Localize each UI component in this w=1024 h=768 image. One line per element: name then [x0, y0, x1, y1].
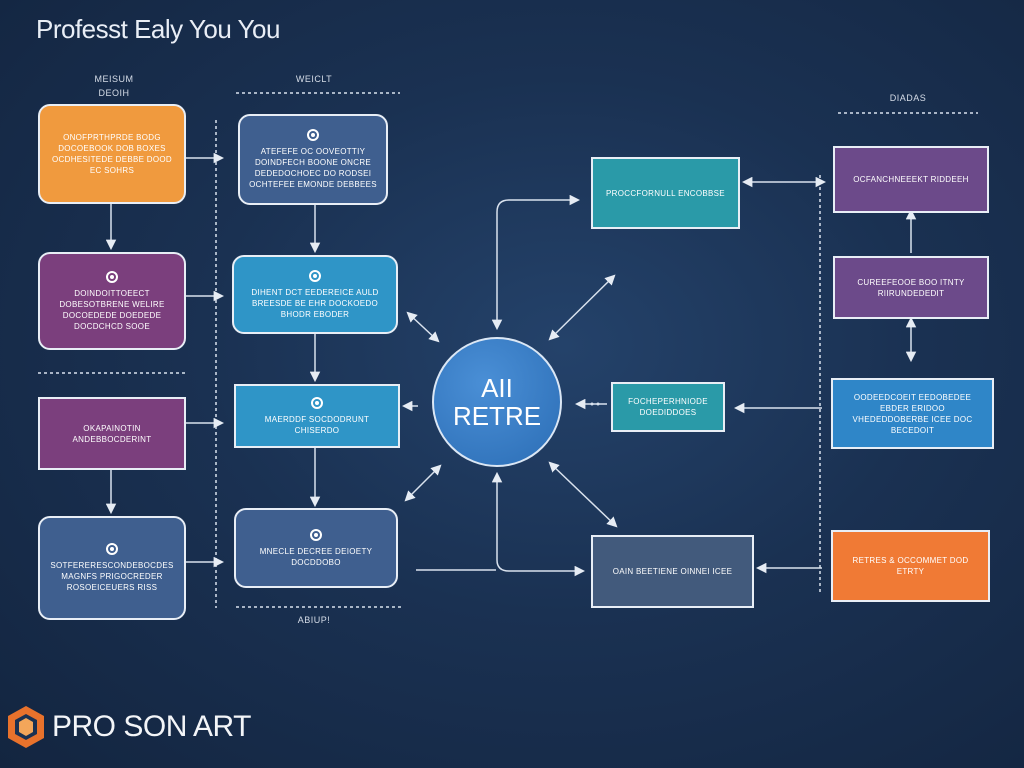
arrow-hub-diag-up	[548, 274, 616, 341]
node-text: DIHENT DCT EEDEREICE AULD BREESDE BE EHR…	[251, 287, 379, 319]
hub-label-line-2: RETRE	[452, 401, 542, 431]
column-label-left: MEISUM	[94, 74, 134, 84]
dash-dot	[590, 402, 594, 406]
target-icon	[309, 269, 321, 282]
node-text: SOTFERERESCONDEBOCDES MAGNFS PRIGOCREDER…	[50, 561, 174, 592]
node-right-2[interactable]: FOCHEPERHNIODE DOEDIDDOES	[611, 382, 725, 432]
node-mid-4[interactable]: MNECLE DECREE DEIOETY DOCDDOBO	[234, 508, 398, 588]
node-text: ATEFEFE OC OOVEOTTIY DOINDFECH BOONE ONC…	[249, 147, 377, 189]
node-text: MNECLE DECREE DEIOETY DOCDDOBO	[259, 546, 373, 567]
node-text: OKAPAINOTIN ANDEBBOCDERINT	[72, 423, 152, 444]
node-text: PROCCFORNULL ENCOBBSE	[606, 188, 725, 198]
target-icon	[307, 129, 319, 141]
arrow-mid-2-hub	[406, 311, 440, 343]
node-text: OCFANCHNEEEKT RIDDEEH	[853, 175, 969, 184]
node-text: OODEEDCOEIT EEDOBEDEE EBDER ERIDOO VHEDE…	[852, 392, 973, 435]
node-far-3[interactable]: OODEEDCOEIT EEDOBEDEE EBDER ERIDOO VHEDE…	[831, 378, 994, 449]
column-label-middle: WEICLT	[295, 74, 333, 84]
arrow-hub-right-1	[491, 194, 581, 331]
target-icon	[106, 543, 118, 555]
brand-name: PRO SON ART	[52, 710, 252, 743]
node-far-4[interactable]: RETRES & OCCOMMET DOD ETRTY	[831, 530, 990, 602]
node-text: OAIN BEETIENE OINNEI ICEE	[612, 567, 733, 576]
node-text: FOCHEPERHNIODE DOEDIDDOES	[628, 397, 708, 417]
brand-logo: PRO SON ART	[6, 704, 252, 750]
arrow-hub-diag-down	[548, 461, 618, 528]
node-text: MAERDDF SOCDODRUNT CHISERDO	[264, 414, 370, 435]
dash-dot	[596, 402, 600, 406]
target-icon	[106, 270, 118, 283]
node-mid-2[interactable]: DIHENT DCT EEDEREICE AULD BREESDE BE EHR…	[232, 255, 398, 334]
node-left-4[interactable]: SOTFERERESCONDEBOCDES MAGNFS PRIGOCREDER…	[38, 516, 186, 620]
hub-node[interactable]: AII RETRE	[432, 337, 562, 467]
node-mid-1[interactable]: ATEFEFE OC OOVEOTTIY DOINDFECH BOONE ONC…	[238, 114, 388, 205]
diagram-title: Professt Ealy You You	[36, 14, 280, 44]
arrow-mid-4-hub	[404, 464, 442, 502]
node-text: CUREEFEOOE BOO ITNTY RIIRUNDEDEDIT	[857, 277, 965, 298]
node-text: DOINDOITTOEECT DOBESOTBRENE WELIRE DOCOE…	[59, 288, 165, 331]
hub-label-line-1: AII	[481, 373, 513, 403]
node-right-1[interactable]: PROCCFORNULL ENCOBBSE	[591, 157, 740, 229]
column-label-right: DIADAS	[889, 93, 927, 103]
column-label-middle-bottom: ABIUP!	[297, 615, 331, 625]
node-mid-3[interactable]: MAERDDF SOCDODRUNT CHISERDO	[234, 384, 400, 448]
node-left-3[interactable]: OKAPAINOTIN ANDEBBOCDERINT	[38, 397, 186, 470]
node-left-2[interactable]: DOINDOITTOEECT DOBESOTBRENE WELIRE DOCOE…	[38, 252, 186, 350]
node-text: ONOFPRTHPRDE BODG DOCOEBOOK DOB BOXES OC…	[52, 133, 172, 175]
node-text: RETRES & OCCOMMET DOD ETRTY	[852, 556, 969, 576]
node-right-3[interactable]: OAIN BEETIENE OINNEI ICEE	[591, 535, 754, 608]
node-left-1[interactable]: ONOFPRTHPRDE BODG DOCOEBOOK DOB BOXES OC…	[38, 104, 186, 204]
node-far-1[interactable]: OCFANCHNEEEKT RIDDEEH	[833, 146, 989, 213]
target-icon	[311, 396, 323, 409]
arrow-hub-right-3	[491, 471, 586, 577]
node-far-2[interactable]: CUREEFEOOE BOO ITNTY RIIRUNDEDEDIT	[833, 256, 989, 319]
column-label-left-sub: DEOIH	[98, 88, 130, 98]
target-icon	[310, 528, 322, 541]
hexagon-logo-icon	[8, 706, 44, 748]
